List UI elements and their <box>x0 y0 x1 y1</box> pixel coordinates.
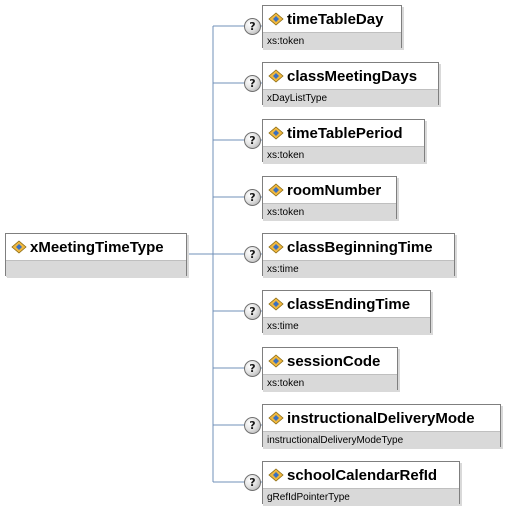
element-name: instructionalDeliveryMode <box>287 409 475 427</box>
optional-question-icon: ? <box>244 75 261 92</box>
optional-question-icon: ? <box>244 303 261 320</box>
element-node[interactable]: classMeetingDays xDayListType <box>262 62 439 107</box>
optional-question-icon: ? <box>244 474 261 491</box>
element-name: classBeginningTime <box>287 238 433 256</box>
element-type: xDayListType <box>263 89 438 107</box>
element-type: xs:token <box>263 32 401 50</box>
element-node[interactable]: instructionalDeliveryMode instructionalDe… <box>262 404 501 449</box>
optional-question-icon: ? <box>244 18 261 35</box>
element-diamond-icon <box>268 240 284 254</box>
element-diamond-icon <box>268 297 284 311</box>
element-type: xs:time <box>263 260 454 278</box>
element-node[interactable]: timeTablePeriod xs:token <box>262 119 425 164</box>
element-type: instructionalDeliveryModeType <box>263 431 500 449</box>
element-name: roomNumber <box>287 181 382 199</box>
element-name: sessionCode <box>287 352 381 370</box>
element-type: xs:token <box>263 374 397 392</box>
element-diamond-icon <box>268 183 284 197</box>
root-node-type-band <box>6 260 186 277</box>
element-node[interactable]: classBeginningTime xs:time <box>262 233 455 278</box>
element-diamond-icon <box>268 69 284 83</box>
element-diamond-icon <box>268 12 284 26</box>
element-node[interactable]: roomNumber xs:token <box>262 176 397 221</box>
element-diamond-icon <box>268 468 284 482</box>
element-diamond-icon <box>268 126 284 140</box>
element-type: xs:time <box>263 317 430 335</box>
element-diamond-icon <box>268 354 284 368</box>
optional-question-icon: ? <box>244 189 261 206</box>
optional-question-icon: ? <box>244 417 261 434</box>
optional-question-icon: ? <box>244 360 261 377</box>
element-name: timeTableDay <box>287 10 384 28</box>
element-node[interactable]: schoolCalendarRefId gRefIdPointerType <box>262 461 460 506</box>
optional-question-icon: ? <box>244 132 261 149</box>
element-node[interactable]: sessionCode xs:token <box>262 347 398 392</box>
element-node[interactable]: timeTableDay xs:token <box>262 5 402 50</box>
element-name: classEndingTime <box>287 295 411 313</box>
root-node-label: xMeetingTimeType <box>30 238 164 256</box>
element-type: xs:token <box>263 203 396 221</box>
element-type: xs:token <box>263 146 424 164</box>
element-name: timeTablePeriod <box>287 124 403 142</box>
root-node[interactable]: xMeetingTimeType <box>5 233 187 277</box>
optional-question-icon: ? <box>244 246 261 263</box>
element-name: schoolCalendarRefId <box>287 466 438 484</box>
element-diamond-icon <box>268 411 284 425</box>
element-name: classMeetingDays <box>287 67 418 85</box>
element-diamond-icon <box>11 240 27 254</box>
element-node[interactable]: classEndingTime xs:time <box>262 290 431 335</box>
element-type: gRefIdPointerType <box>263 488 459 506</box>
